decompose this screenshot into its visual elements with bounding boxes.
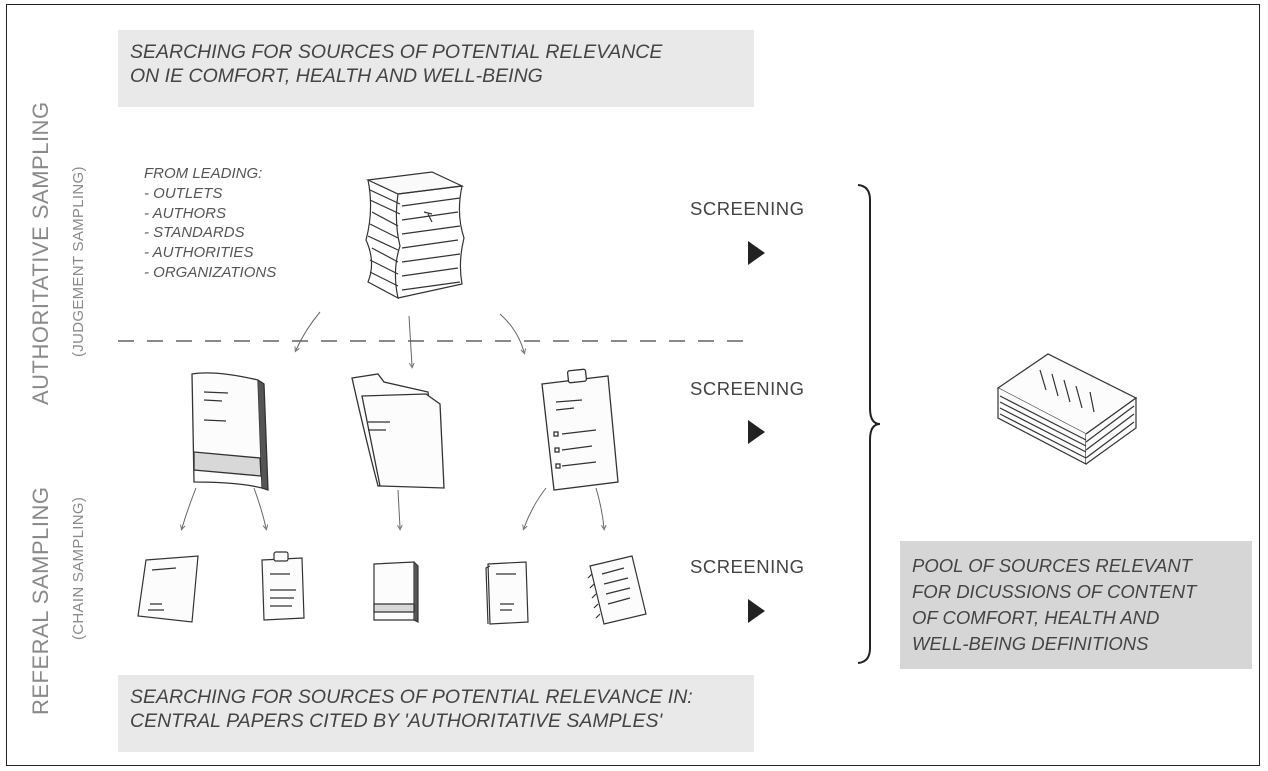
leading-heading: FROM LEADING: [144, 165, 263, 182]
clipboard-icon [261, 551, 305, 621]
arrow-clipboard-to-notepad [595, 487, 604, 528]
pool-line: OF COMFORT, HEALTH AND [912, 607, 1160, 628]
leading-item: - AUTHORITIES [144, 244, 254, 262]
document-icon [137, 555, 199, 623]
leading-item: - AUTHORS [144, 204, 226, 222]
bottom-search-line-1: SEARCHING FOR SOURCES OF POTENTIAL RELEV… [130, 686, 693, 708]
bottom-search-box: SEARCHING FOR SOURCES OF POTENTIAL RELEV… [118, 675, 754, 752]
diagram-frame [6, 4, 1260, 766]
top-search-box: SEARCHING FOR SOURCES OF POTENTIAL RELEV… [118, 30, 754, 107]
screening-label-2: SCREENING [690, 378, 805, 399]
arrow-book-to-doc [182, 487, 197, 528]
screening-arrow-2-icon [748, 420, 765, 444]
arrow-clipboard-to-doc [524, 487, 547, 528]
top-search-line-2: ON IE COMFORT, HEALTH AND WELL-BEING [130, 65, 543, 87]
top-search-line-1: SEARCHING FOR SOURCES OF POTENTIAL RELEV… [130, 41, 663, 63]
leading-sources-list: FROM LEADING: - OUTLETS - AUTHORS - STAN… [144, 164, 276, 283]
book-icon [191, 372, 269, 491]
document-icon [485, 561, 529, 625]
arrow-to-folder [408, 315, 412, 366]
screening-arrow-3-icon [748, 599, 765, 623]
arrow-book-to-clipboard [253, 487, 266, 528]
bottom-search-line-2: CENTRAL PAPERS CITED BY 'AUTHORITATIVE S… [130, 710, 663, 732]
brace-icon [857, 184, 881, 664]
paper-pile-icon [996, 353, 1138, 465]
clipboard-icon [541, 368, 619, 491]
leading-item: - ORGANIZATIONS [144, 263, 277, 281]
arrow-to-clipboard [499, 313, 524, 352]
paper-stack-icon [365, 171, 465, 300]
arrow-to-book [296, 311, 321, 350]
pool-line: WELL-BEING DEFINITIONS [912, 633, 1149, 654]
arrow-folder-to-book [398, 489, 400, 528]
folder-icon [351, 373, 445, 489]
screening-arrow-1-icon [748, 241, 765, 265]
screening-label-1: SCREENING [690, 198, 805, 219]
pool-line: FOR DICUSSIONS OF CONTENT [912, 581, 1197, 602]
leading-item: - STANDARDS [144, 224, 245, 242]
screening-label-3: SCREENING [690, 556, 805, 577]
book-icon [373, 561, 419, 623]
pool-line: POOL OF SOURCES RELEVANT [912, 555, 1192, 576]
pool-of-sources-box: POOL OF SOURCES RELEVANT FOR DICUSSIONS … [900, 541, 1252, 669]
notepad-icon [587, 555, 647, 625]
leading-item: - OUTLETS [144, 184, 223, 202]
